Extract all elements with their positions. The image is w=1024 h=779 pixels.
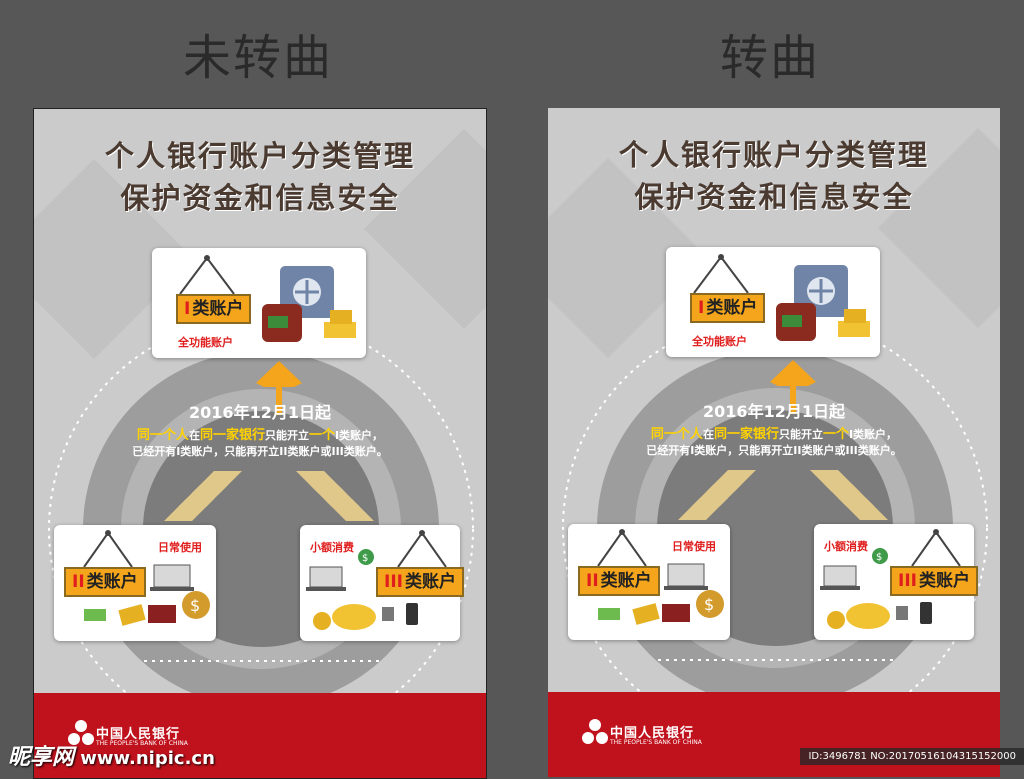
hanger-icon xyxy=(83,530,133,568)
piggybank-phone-icon: $ xyxy=(820,548,932,629)
poster-title-line2: 保护资金和信息安全 xyxy=(120,181,400,215)
watermark-site: 昵享网 www.nipic.cn xyxy=(8,739,215,771)
svg-text:$: $ xyxy=(362,553,368,564)
svg-text:$: $ xyxy=(190,596,200,615)
poster-note2: 已经开有I类账户，只能再开立II类账户或III类账户。 xyxy=(132,445,388,458)
wallet-laptop-icon: $ xyxy=(84,564,210,626)
type2-roman: II xyxy=(72,572,85,592)
poster-title-line2: 保护资金和信息安全 xyxy=(634,180,914,214)
bank-name-en: THE PEOPLE'S BANK OF CHINA xyxy=(610,739,702,746)
header-unconverted: 未转曲 xyxy=(183,30,334,86)
poster-note2: 已经开有I类账户，只能再开立II类账户或III类账户。 xyxy=(646,444,902,457)
bank-logo-icon xyxy=(582,719,608,744)
type3-roman: III xyxy=(384,572,403,592)
type3-caption: 小额消费 xyxy=(824,540,868,553)
type3-caption: 小额消费 xyxy=(310,541,354,554)
watermark-id: ID:3496781 NO:20170516104315152000 xyxy=(800,748,1024,765)
svg-text:$: $ xyxy=(704,595,714,614)
hanger-icon xyxy=(397,530,447,568)
watermark-site-cn: 昵享网 xyxy=(8,745,75,770)
svg-text:$: $ xyxy=(876,552,882,563)
type1-caption: 全功能账户 xyxy=(178,336,233,349)
wallet-laptop-icon: $ xyxy=(598,563,724,625)
poster-note: 同一个人在同一家银行只能开立一个I类账户， xyxy=(650,427,898,442)
hanger-icon xyxy=(179,255,235,295)
type3-label: 类账户 xyxy=(404,572,456,592)
type1-roman: I xyxy=(698,298,705,318)
type2-label: 类账户 xyxy=(86,572,138,592)
poster-note: 同一个人在同一家银行只能开立一个I类账户， xyxy=(136,428,384,443)
type1-label: 类账户 xyxy=(192,299,244,319)
type2-caption: 日常使用 xyxy=(158,541,202,554)
hanger-icon xyxy=(911,529,961,567)
safe-icon xyxy=(776,265,870,341)
bank-name-cn: 中国人民银行 xyxy=(96,727,181,742)
type2-caption: 日常使用 xyxy=(672,540,716,553)
bank-name-en: THE PEOPLE'S BANK OF CHINA xyxy=(96,740,188,747)
hanger-icon xyxy=(597,529,647,567)
safe-icon xyxy=(262,266,356,342)
bank-logo-icon xyxy=(68,720,94,745)
type1-label: 类账户 xyxy=(706,298,758,318)
type2-roman: II xyxy=(586,571,599,591)
bank-name-cn: 中国人民银行 xyxy=(610,726,695,741)
poster-title-line1: 个人银行账户分类管理 xyxy=(618,138,929,172)
header-converted: 转曲 xyxy=(720,30,821,86)
watermark-site-url: www.nipic.cn xyxy=(80,748,215,769)
hanger-icon xyxy=(693,254,749,294)
type1-roman: I xyxy=(184,299,191,319)
poster-date: 2016年12月1日起 xyxy=(189,403,331,422)
poster-footer: 中国人民银行 THE PEOPLE'S BANK OF CHINA xyxy=(34,693,486,778)
type3-label: 类账户 xyxy=(918,571,970,591)
type2-label: 类账户 xyxy=(600,571,652,591)
type3-roman: III xyxy=(898,571,917,591)
type1-caption: 全功能账户 xyxy=(692,335,747,348)
poster-date: 2016年12月1日起 xyxy=(703,402,845,421)
poster-title-line1: 个人银行账户分类管理 xyxy=(104,139,415,173)
piggybank-phone-icon: $ xyxy=(306,549,418,630)
